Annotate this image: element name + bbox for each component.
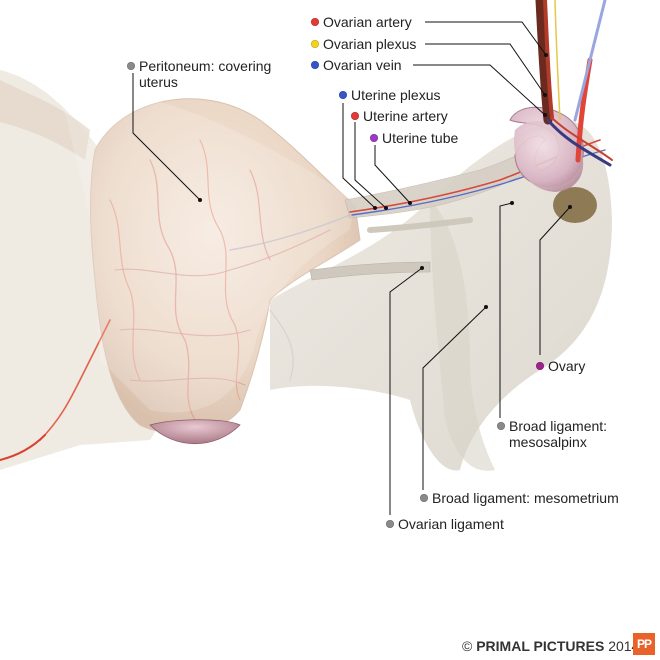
label-uterine-tube: Uterine tube [370, 130, 458, 146]
label-line-1: Peritoneum: covering [139, 58, 272, 74]
label-line-1: Broad ligament: [509, 418, 608, 434]
label-ovarian-artery: Ovarian artery [311, 14, 412, 30]
label-ovarian-plexus: Ovarian plexus [311, 36, 416, 52]
uterus-body [90, 98, 361, 434]
red-dot-icon [351, 112, 359, 120]
logo-text: PP [636, 637, 652, 651]
label-text: Uterine artery [363, 108, 448, 124]
label-mesosalpinx: Broad ligament: mesosalpinx [497, 418, 607, 450]
cervix [149, 419, 241, 444]
label-text: Ovarian artery [323, 14, 412, 30]
leader-lines [132, 21, 571, 515]
primal-pictures-logo-icon: PP [633, 633, 655, 655]
label-line-2: uterus [139, 74, 178, 90]
grey-dot-icon [497, 422, 505, 430]
red-dot-icon [311, 18, 319, 26]
label-line-2: mesosalpinx [509, 434, 587, 450]
suspensory-vessels [535, 0, 613, 167]
label-text: Uterine tube [382, 130, 459, 146]
purple-dot-icon [370, 134, 378, 142]
ovarian-ligament [309, 261, 431, 281]
left-tube [0, 80, 90, 160]
magenta-dot-icon [536, 362, 544, 370]
copyright-notice: © PRIMAL PICTURES 2014 [462, 638, 639, 654]
grey-dot-icon [127, 62, 135, 70]
label-text: Ovarian ligament [398, 516, 504, 532]
label-mesometrium: Broad ligament: mesometrium [420, 490, 619, 506]
peritoneum-sheet [60, 88, 355, 413]
label-text: Ovary [548, 358, 586, 374]
blue-dot-icon [339, 91, 347, 99]
blue-dot-icon [311, 61, 319, 69]
yellow-dot-icon [311, 40, 319, 48]
label-ovarian-ligament: Ovarian ligament [386, 516, 504, 532]
copyright-year: 2014 [604, 638, 640, 654]
label-text: Peritoneum: covering uterus [139, 58, 271, 90]
leader-endpoints [198, 53, 572, 309]
grey-dot-icon [420, 494, 428, 502]
label-text: Broad ligament: mesometrium [432, 490, 619, 506]
label-peritoneum: Peritoneum: covering uterus [127, 58, 271, 90]
label-uterine-artery: Uterine artery [351, 108, 448, 124]
copyright-symbol: © [462, 638, 477, 654]
ovary [553, 187, 597, 223]
label-text: Ovarian vein [323, 57, 402, 73]
mesosalpinx-fold [430, 200, 495, 471]
label-text: Broad ligament: mesosalpinx [509, 418, 607, 450]
label-ovary: Ovary [536, 358, 585, 374]
label-ovarian-vein: Ovarian vein [311, 57, 402, 73]
brand-name: PRIMAL PICTURES [476, 638, 605, 654]
label-text: Uterine plexus [351, 87, 441, 103]
label-text: Ovarian plexus [323, 36, 417, 52]
label-uterine-plexus: Uterine plexus [339, 87, 441, 103]
grey-dot-icon [386, 520, 394, 528]
